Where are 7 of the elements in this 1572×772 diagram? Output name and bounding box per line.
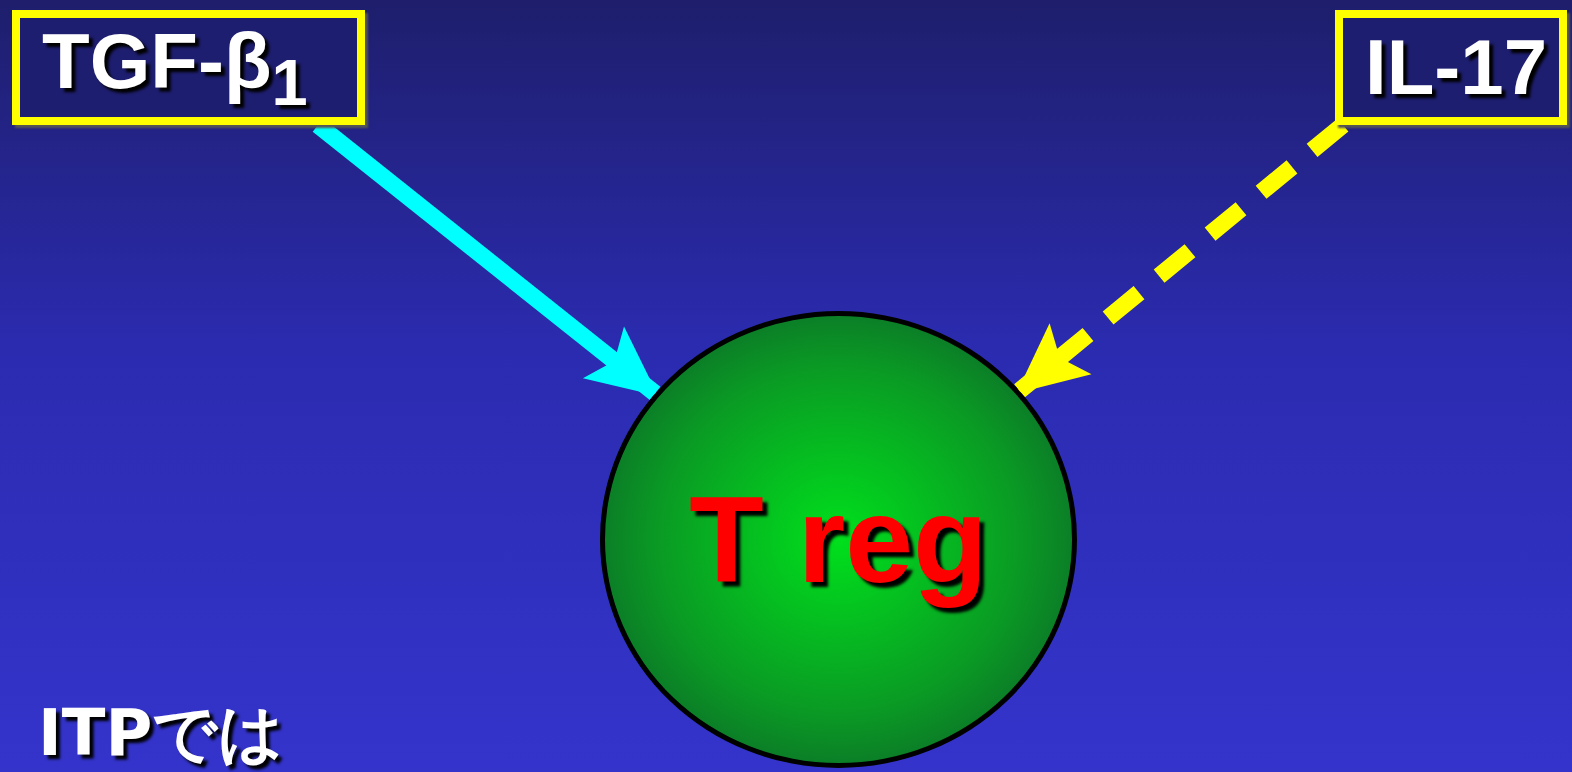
heading-text: ITPでは	[38, 695, 285, 772]
arrow	[1014, 118, 1349, 398]
factor-name: IL-17	[1365, 22, 1548, 113]
factor-name: TGF-β$_{1}$	[42, 15, 308, 120]
cell-name: T reg	[689, 470, 988, 610]
label-box	[1335, 10, 1567, 125]
label-box	[12, 10, 365, 125]
